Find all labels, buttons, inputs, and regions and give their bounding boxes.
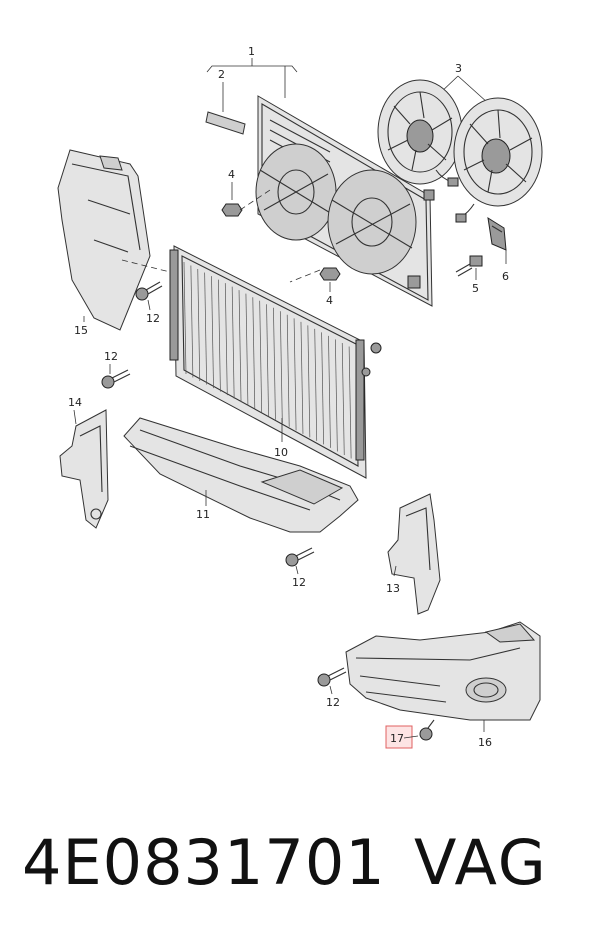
callout-12-b: 12 (104, 350, 118, 363)
callout-13: 13 (386, 582, 400, 595)
radiator-fin (328, 335, 331, 448)
radiator-fin (266, 304, 269, 417)
part-2-seal-strip: 2 (205, 68, 246, 135)
part-5-bolt: 5 (455, 255, 483, 295)
part-4-nut-upper: 4 (221, 168, 271, 217)
callout-12-c: 12 (292, 576, 306, 589)
callout-1: 1 (248, 45, 255, 58)
radiator-fin (197, 269, 201, 382)
part-12-screw-a: 12 (135, 281, 163, 325)
callout-12-a: 12 (146, 312, 160, 325)
part-3-fans: 3 (377, 62, 543, 223)
brand-label: VAG (414, 826, 548, 899)
callout-2: 2 (218, 68, 225, 81)
callout-1-group: 1 (206, 45, 298, 98)
part-12-screw-b: 12 (101, 350, 131, 389)
part-17-clip: 17 (385, 719, 435, 749)
fan-shroud (255, 95, 435, 307)
radiator-fin (293, 318, 297, 431)
part-16-fog-lamp-grille: 16 (345, 621, 541, 749)
callout-5: 5 (472, 282, 479, 295)
radiator-fin (211, 276, 214, 389)
radiator-fin (321, 332, 324, 445)
radiator-fin (204, 272, 207, 385)
callout-3: 3 (455, 62, 462, 75)
part-11-lower-deflector: 11 (123, 417, 359, 533)
radiator-fin (190, 265, 194, 378)
callout-12-d: 12 (326, 696, 340, 709)
part-15-air-duct-left: 15 (57, 149, 171, 337)
part-12-screw-d: 12 (317, 667, 347, 709)
callout-16: 16 (478, 736, 492, 749)
radiator-fin (348, 346, 352, 459)
radiator-fin (273, 307, 276, 420)
callout-4-upper: 4 (228, 168, 235, 181)
radiator-fin (335, 339, 338, 452)
radiator-fin (279, 311, 283, 424)
radiator-fin (286, 314, 290, 427)
callout-14: 14 (68, 396, 82, 409)
radiator-fin (252, 297, 256, 410)
radiator-fin (341, 342, 345, 455)
radiator-fin (218, 279, 221, 392)
radiator-fin (231, 286, 235, 399)
exploded-parts-diagram: 1 2 3 (57, 45, 543, 749)
radiator-fin (183, 261, 187, 375)
radiator-fin (245, 293, 249, 406)
part-12-screw-c: 12 (285, 547, 315, 589)
radiator-fin (307, 325, 311, 438)
radiator-fin (259, 300, 263, 413)
part-13-bracket-right: 13 (386, 493, 441, 615)
radiator-fin (314, 328, 318, 441)
callout-15: 15 (74, 324, 88, 337)
callout-11: 11 (196, 508, 210, 521)
part-4-nut-lower: 4 (289, 267, 341, 307)
callout-6: 6 (502, 270, 509, 283)
callout-4-lower: 4 (326, 294, 333, 307)
part-6-connector: 6 (487, 216, 509, 283)
callout-17: 17 (390, 732, 404, 745)
callout-10: 10 (274, 446, 288, 459)
radiator-fin (238, 290, 242, 403)
radiator-fin (224, 283, 228, 396)
part-14-bracket-left: 14 (59, 396, 109, 529)
part-10-radiator: 10 (169, 245, 382, 479)
part-number: 4E0831701 (22, 826, 386, 899)
radiator-fin (300, 321, 304, 434)
